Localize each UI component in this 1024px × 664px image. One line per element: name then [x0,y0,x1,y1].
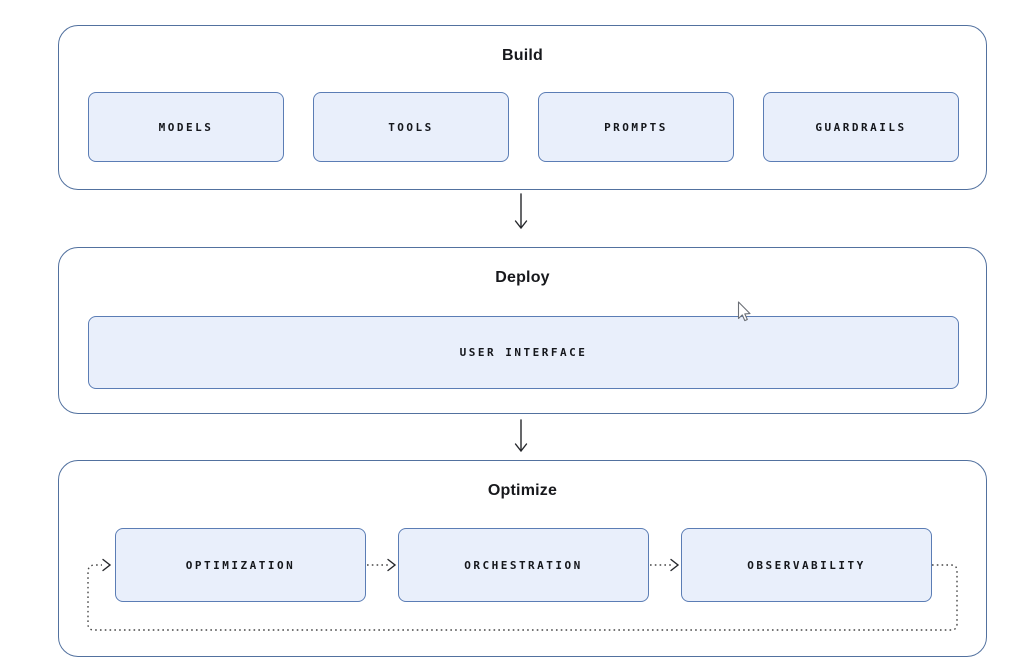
node-observability: OBSERVABILITY [681,528,932,602]
node-prompts: PROMPTS [538,92,734,162]
node-optimization: OPTIMIZATION [115,528,366,602]
build-stage-title: Build [502,47,543,64]
optimize-stage-container: Optimize OPTIMIZATION ORCHESTRATION OBSE… [58,460,987,657]
arrow-deploy-to-optimize [514,419,528,453]
node-orchestration: ORCHESTRATION [398,528,649,602]
node-models: MODELS [88,92,284,162]
optimize-stage-title: Optimize [487,482,558,499]
arrow-build-to-deploy [514,193,528,230]
node-user-interface: USER INTERFACE [88,316,959,389]
node-tools: TOOLS [313,92,509,162]
deploy-stage-container: Deploy USER INTERFACE [58,247,987,414]
deploy-stage-title: Deploy [495,269,550,286]
node-guardrails: GUARDRAILS [763,92,959,162]
build-stage-container: Build MODELS TOOLS PROMPTS GUARDRAILS [58,25,987,190]
